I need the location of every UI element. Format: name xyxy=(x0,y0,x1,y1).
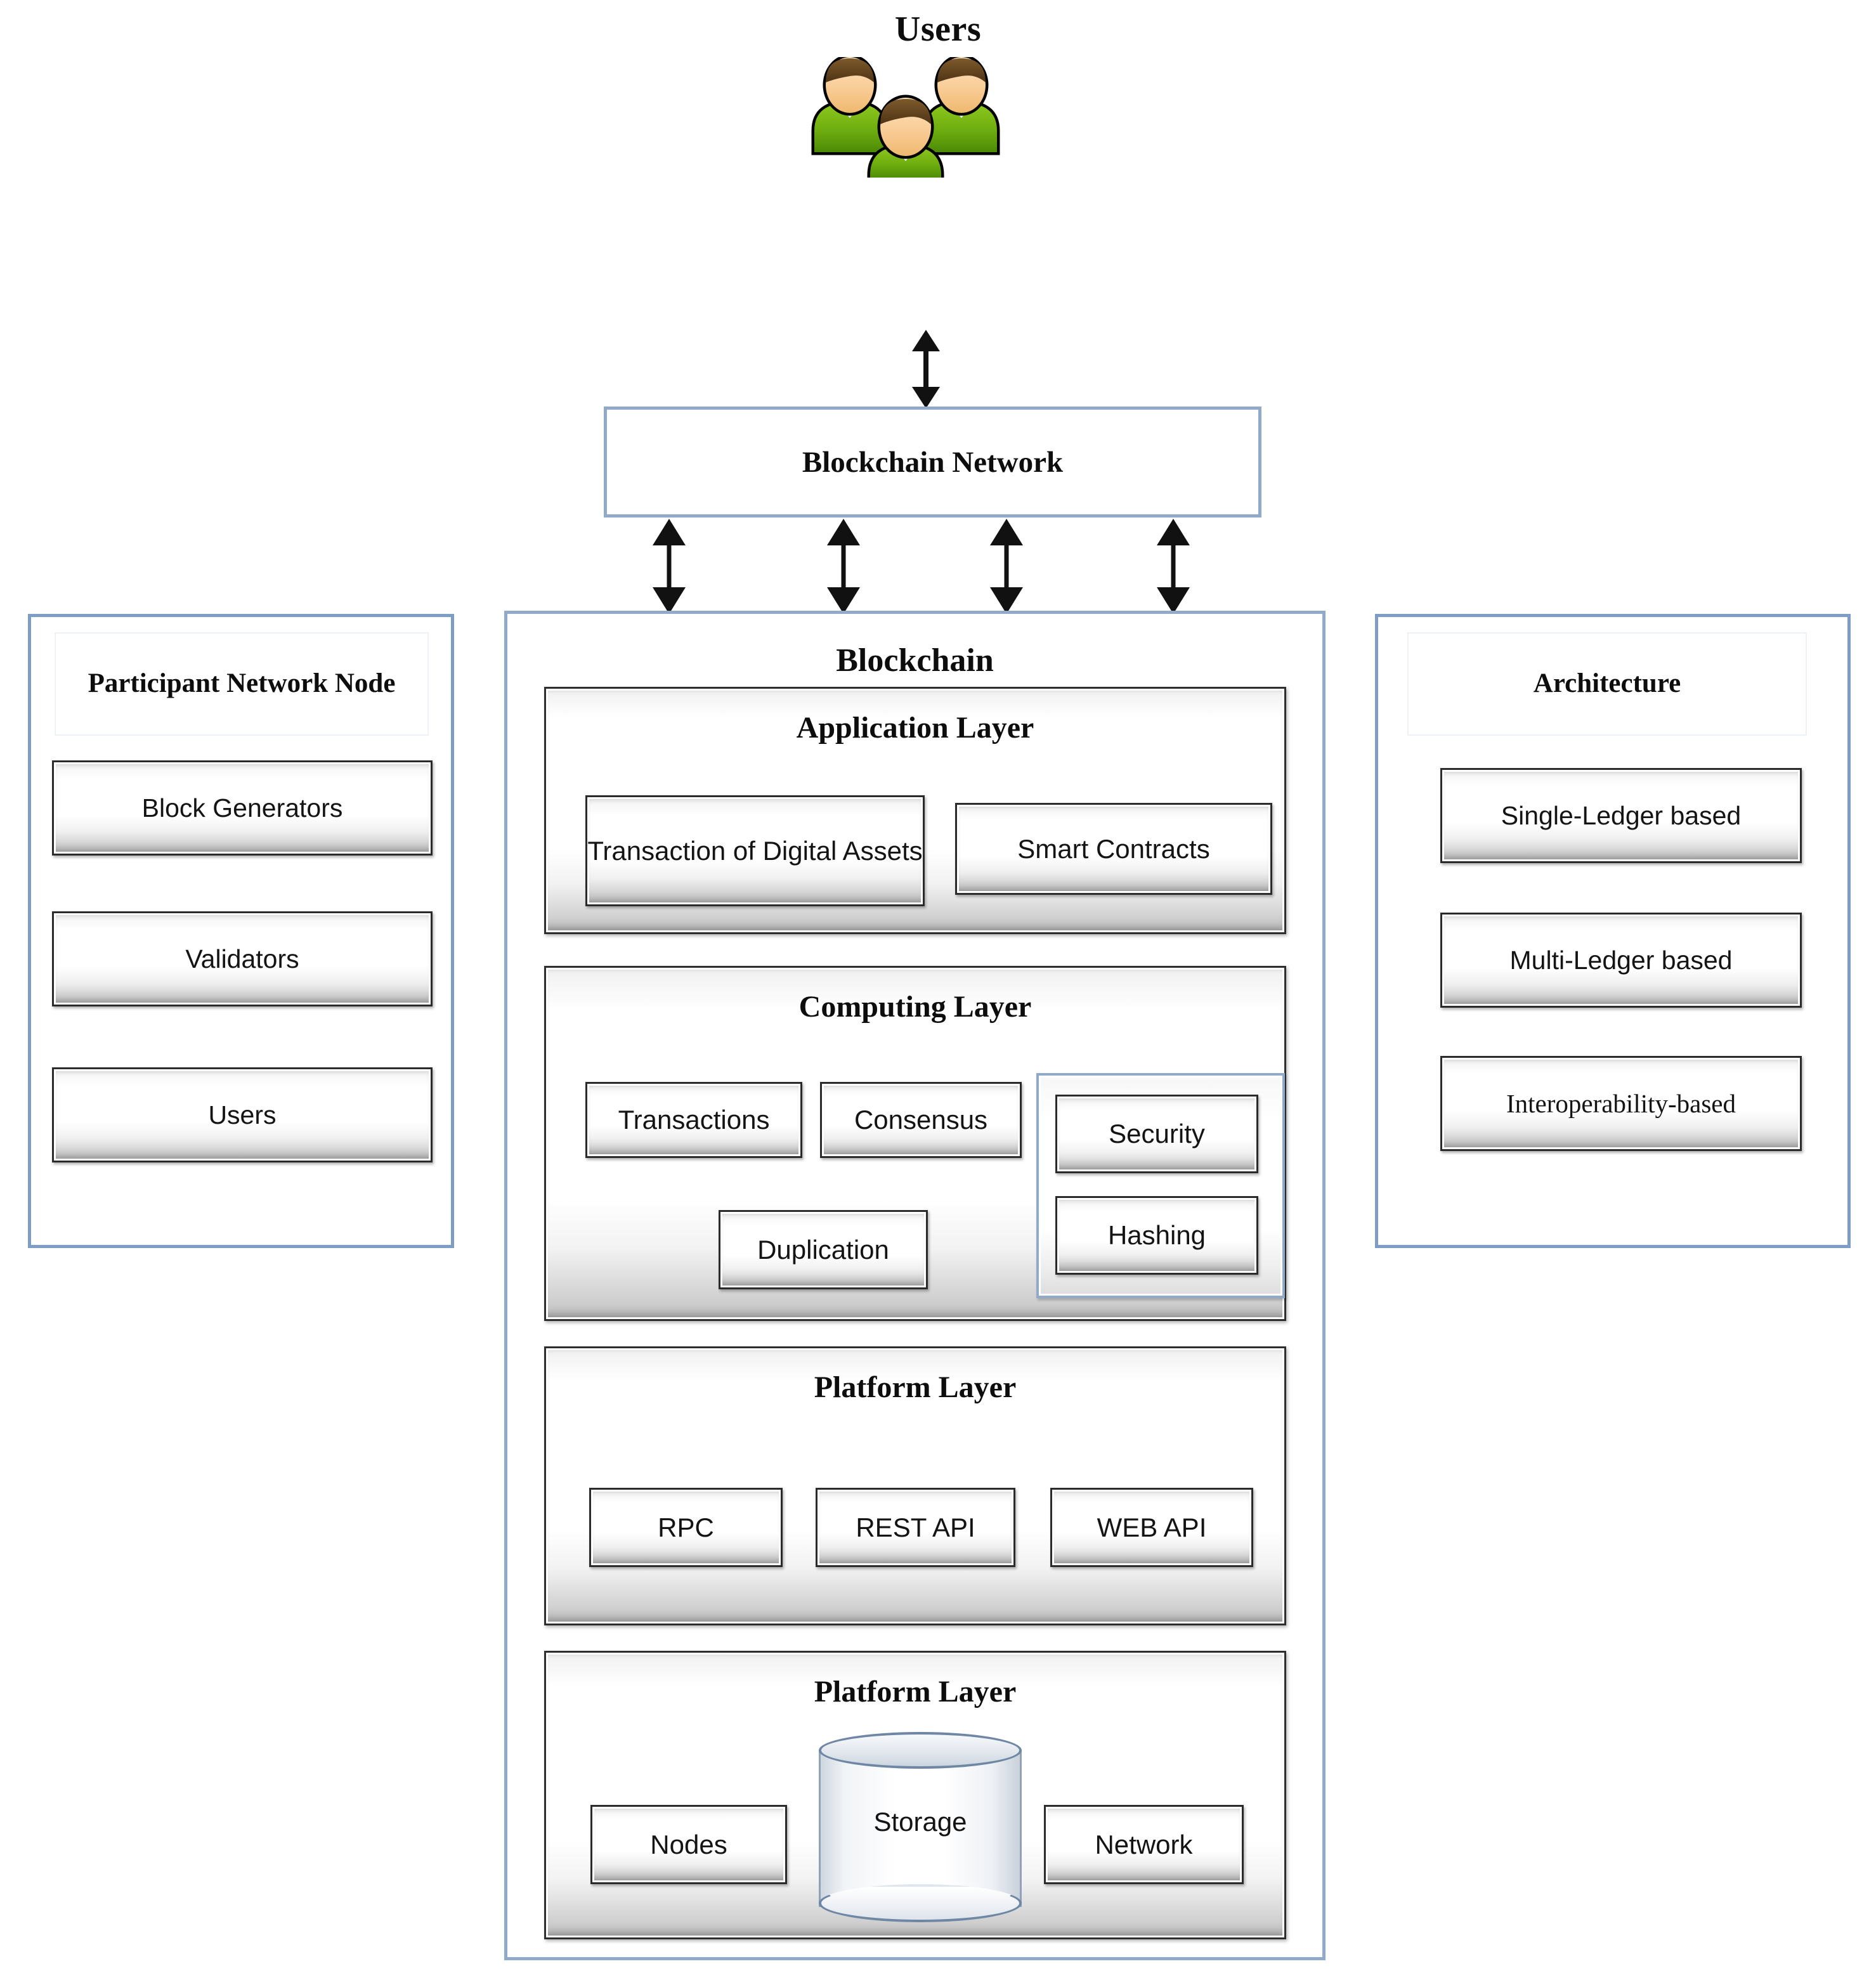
computing-layer-title: Computing Layer xyxy=(798,990,1032,1024)
platform-layer-apis-title: Platform Layer xyxy=(814,1370,1017,1404)
double-headed-arrow-network-blockchain-3 xyxy=(990,519,1023,614)
participant-item-users[interactable]: Users xyxy=(52,1067,433,1162)
cylinder-bottom xyxy=(819,1884,1022,1922)
blockchain-network-box: Blockchain Network xyxy=(604,407,1261,517)
platform-layer-infrastructure: Platform Layer Nodes Storage Network xyxy=(544,1651,1286,1939)
computing-item-consensus[interactable]: Consensus xyxy=(820,1082,1022,1158)
application-item-smart-contracts[interactable]: Smart Contracts xyxy=(955,803,1272,895)
participant-network-node-panel: Participant Network Node Block Generator… xyxy=(28,614,454,1248)
blockchain-network-label: Blockchain Network xyxy=(802,445,1064,479)
platform-item-web-api[interactable]: WEB API xyxy=(1050,1488,1253,1567)
double-headed-arrow-network-blockchain-1 xyxy=(653,519,686,614)
platform-layer-infrastructure-title: Platform Layer xyxy=(814,1675,1017,1708)
cylinder-top xyxy=(819,1732,1022,1769)
application-item-transaction-of-digital-assets[interactable]: Transaction of Digital Assets xyxy=(585,795,925,906)
double-headed-arrow-network-blockchain-2 xyxy=(827,519,860,614)
database-cylinder-icon[interactable]: Storage xyxy=(819,1732,1022,1922)
application-layer: Application Layer Transaction of Digital… xyxy=(544,687,1286,934)
platform-item-network[interactable]: Network xyxy=(1044,1805,1244,1884)
participant-network-node-header: Participant Network Node xyxy=(55,632,429,736)
users-group-icon xyxy=(793,54,1072,182)
participant-item-block-generators[interactable]: Block Generators xyxy=(52,760,433,856)
computing-layer: Computing Layer Transactions Consensus D… xyxy=(544,966,1286,1321)
architecture-panel: Architecture Single-Ledger based Multi-L… xyxy=(1375,614,1851,1248)
double-headed-arrow-network-blockchain-4 xyxy=(1157,519,1190,614)
computing-item-duplication[interactable]: Duplication xyxy=(719,1210,928,1289)
platform-item-rpc[interactable]: RPC xyxy=(589,1488,783,1567)
blockchain-container: Blockchain Application Layer Transaction… xyxy=(504,611,1326,1960)
cylinder-body xyxy=(819,1750,1022,1907)
platform-item-nodes[interactable]: Nodes xyxy=(590,1805,787,1884)
participant-item-validators[interactable]: Validators xyxy=(52,911,433,1006)
platform-layer-apis: Platform Layer RPC REST API WEB API xyxy=(544,1346,1286,1625)
platform-item-rest-api[interactable]: REST API xyxy=(816,1488,1015,1567)
computing-security-group: Security Hashing xyxy=(1036,1073,1285,1298)
architecture-item-multi-ledger[interactable]: Multi-Ledger based xyxy=(1440,913,1802,1008)
architecture-item-interoperability[interactable]: Interoperability-based xyxy=(1440,1056,1802,1151)
application-layer-title: Application Layer xyxy=(796,711,1034,745)
architecture-header: Architecture xyxy=(1407,632,1807,736)
users-title: Users xyxy=(894,10,982,49)
platform-item-storage-label: Storage xyxy=(873,1807,967,1837)
blockchain-title: Blockchain xyxy=(836,642,994,679)
computing-item-transactions[interactable]: Transactions xyxy=(585,1082,802,1158)
computing-item-security[interactable]: Security xyxy=(1055,1095,1258,1173)
double-headed-arrow-users-network xyxy=(912,330,940,408)
computing-item-hashing[interactable]: Hashing xyxy=(1055,1196,1258,1275)
architecture-item-single-ledger[interactable]: Single-Ledger based xyxy=(1440,768,1802,863)
